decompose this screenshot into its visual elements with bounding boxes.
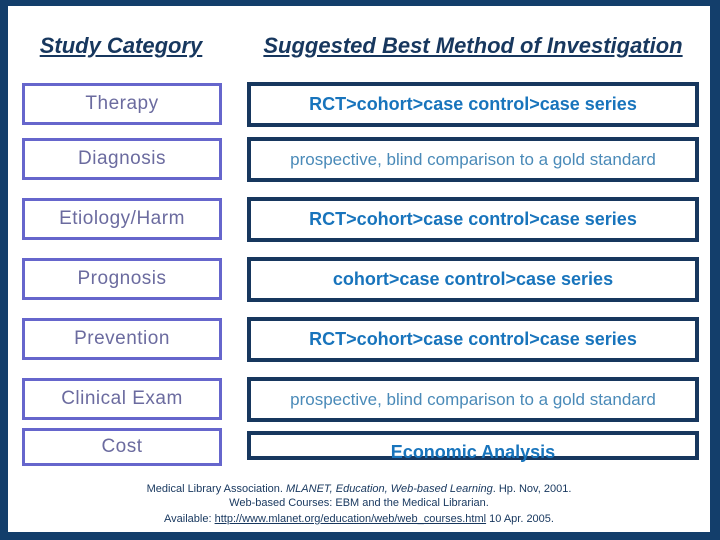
citation-available-label: Available: [164, 513, 215, 525]
citation-line-1-suffix: . Hp. Nov, 2001. [492, 483, 572, 495]
table-row: Cost Economic Analysis [8, 427, 710, 473]
category-label: Cost [101, 436, 143, 457]
citation-line-2: Web-based Courses: EBM and the Medical L… [229, 497, 489, 509]
method-box: prospective, blind comparison to a gold … [247, 137, 699, 182]
method-box: cohort>case control>case series [247, 257, 699, 302]
table-row: Clinical Exam prospective, blind compari… [8, 377, 710, 423]
method-text: Economic Analysis [390, 442, 556, 462]
study-category-header: Study Category [39, 33, 203, 58]
method-text: prospective, blind comparison to a gold … [290, 389, 656, 409]
method-text: RCT>cohort>case control>case series [309, 209, 637, 229]
method-text: RCT>cohort>case control>case series [309, 329, 637, 349]
method-box: RCT>cohort>case control>case series [247, 82, 699, 127]
footer-citation: Medical Library Association. MLANET, Edu… [8, 482, 710, 526]
table-row: Prognosis cohort>case control>case serie… [8, 257, 710, 303]
citation-date: 10 Apr. 2005. [486, 513, 554, 525]
table-row: Therapy RCT>cohort>case control>case ser… [8, 82, 710, 128]
method-box: prospective, blind comparison to a gold … [247, 377, 699, 422]
table-row: Diagnosis prospective, blind comparison … [8, 137, 710, 183]
category-box: Diagnosis [22, 138, 222, 180]
method-box: RCT>cohort>case control>case series [247, 317, 699, 362]
citation-italic-title: MLANET, Education, Web-based Learning [286, 483, 493, 495]
method-text: RCT>cohort>case control>case series [309, 94, 637, 114]
category-label: Clinical Exam [61, 388, 183, 409]
citation-line-1-prefix: Medical Library Association. [146, 483, 287, 495]
category-box: Prognosis [22, 258, 222, 300]
method-box: RCT>cohort>case control>case series [247, 197, 699, 242]
method-text: prospective, blind comparison to a gold … [290, 149, 656, 169]
method-box: Economic Analysis [247, 431, 699, 462]
citation-line-1: Medical Library Association. MLANET, Edu… [8, 482, 710, 496]
category-label: Prevention [74, 328, 170, 349]
table-row: Prevention RCT>cohort>case control>case … [8, 317, 710, 363]
category-label: Prognosis [77, 268, 167, 289]
category-box: Therapy [22, 83, 222, 125]
category-box: Cost [22, 428, 222, 466]
category-box: Prevention [22, 318, 222, 360]
method-header: Suggested Best Method of Investigation [263, 33, 683, 58]
category-box: Clinical Exam [22, 378, 222, 420]
category-label: Therapy [85, 93, 159, 114]
category-label: Diagnosis [78, 148, 166, 169]
table-row: Etiology/Harm RCT>cohort>case control>ca… [8, 197, 710, 243]
citation-link[interactable]: http://www.mlanet.org/education/web/web_… [214, 513, 487, 525]
citation-line-3: Available: http://www.mlanet.org/educati… [8, 512, 710, 526]
method-text: cohort>case control>case series [332, 269, 614, 289]
category-box: Etiology/Harm [22, 198, 222, 240]
category-label: Etiology/Harm [59, 208, 185, 229]
